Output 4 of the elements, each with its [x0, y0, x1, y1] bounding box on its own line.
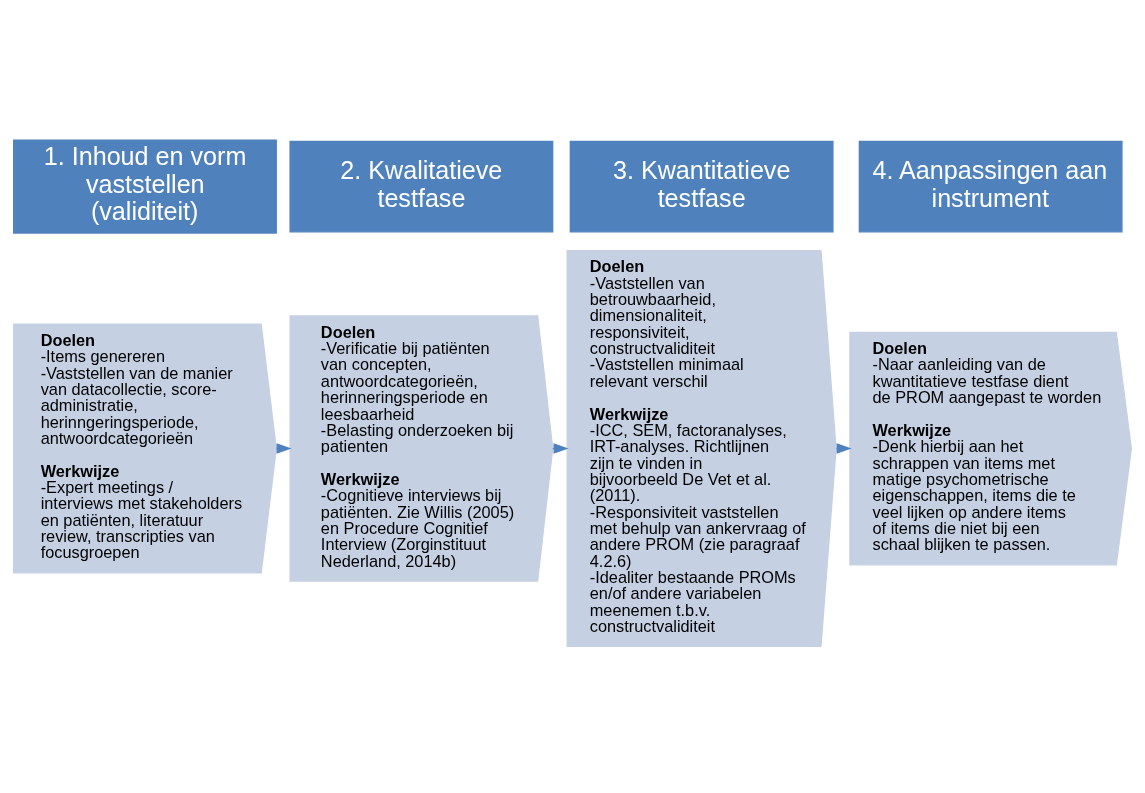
node-box: 3. Kwantitatieve testfase — [569, 140, 834, 232]
node-box: 1. Inhoud en vorm vaststellen (validiteit) — [13, 138, 277, 234]
node-box: 2. Kwalitatieve testfase — [289, 140, 554, 232]
node-box: 4. Aanpassingen aan instrument — [858, 140, 1123, 232]
